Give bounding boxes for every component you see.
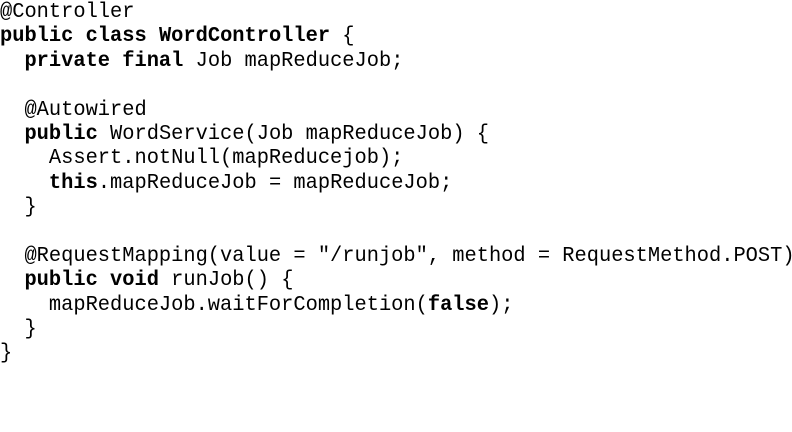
code-line: }: [0, 342, 768, 366]
code-text: .mapReduceJob = mapReduceJob;: [97, 171, 453, 195]
code-line: }: [0, 196, 768, 220]
code-keyword: public: [24, 269, 98, 293]
code-text: @Controller: [0, 1, 135, 24]
code-keyword: false: [427, 293, 489, 317]
code-text: Assert.notNull(mapReducejob);: [0, 147, 404, 171]
code-line: @Controller: [0, 1, 768, 25]
code-keyword: public: [0, 25, 74, 49]
code-text: [110, 50, 122, 73]
code-line: private final Job mapReduceJob;: [0, 50, 768, 74]
code-keyword: final: [122, 49, 184, 73]
code-text: WordService(Job mapReduceJob) {: [97, 122, 489, 146]
code-line: public void runJob() {: [0, 269, 768, 293]
code-text: }: [0, 342, 13, 366]
code-text: [0, 50, 24, 73]
code-line: Assert.notNull(mapReducejob);: [0, 147, 768, 171]
code-text: }: [0, 318, 37, 342]
code-keyword: WordController: [158, 25, 331, 49]
code-text: [73, 25, 85, 48]
code-text: [0, 123, 24, 146]
code-text: [98, 269, 110, 292]
code-text: Job mapReduceJob;: [183, 49, 404, 73]
code-line: public class WordController {: [0, 25, 768, 49]
code-text: @Autowired: [0, 98, 147, 122]
code-line: public WordService(Job mapReduceJob) {: [0, 123, 768, 147]
code-keyword: private: [24, 49, 111, 73]
code-text: [147, 25, 159, 48]
code-text: @RequestMapping(value = "/runjob", metho…: [0, 244, 792, 268]
code-text: runJob() {: [158, 269, 294, 293]
code-line: this.mapReduceJob = mapReduceJob;: [0, 172, 768, 196]
code-keyword: class: [85, 25, 147, 49]
code-keyword: public: [24, 122, 98, 146]
code-text: );: [488, 293, 514, 317]
code-text: {: [330, 25, 355, 49]
code-text: mapReduceJob.waitForCompletion(: [0, 293, 428, 317]
code-line: mapReduceJob.waitForCompletion(false);: [0, 294, 768, 318]
code-line: @RequestMapping(value = "/runjob", metho…: [0, 245, 792, 269]
code-keyword: void: [110, 269, 159, 293]
code-text: [0, 172, 49, 195]
code-text: [0, 269, 24, 292]
code-text: }: [0, 196, 37, 220]
code-line: @Autowired: [0, 99, 768, 123]
code-keyword: this: [48, 171, 98, 195]
code-line: [0, 74, 768, 98]
code-line: }: [0, 318, 768, 342]
code-line: [0, 221, 768, 245]
